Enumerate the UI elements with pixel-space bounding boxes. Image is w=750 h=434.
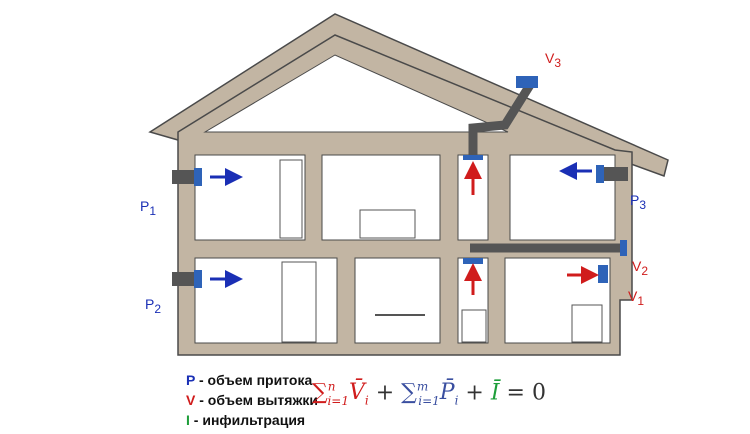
room-kitchen bbox=[504, 257, 611, 344]
washing-machine bbox=[461, 309, 487, 343]
room-living bbox=[194, 257, 338, 344]
label-v3: V3 bbox=[545, 50, 562, 70]
duct-v3 bbox=[468, 82, 534, 158]
room-bedroom bbox=[194, 154, 306, 241]
vent-p1 bbox=[172, 170, 200, 184]
wardrobe bbox=[279, 159, 303, 239]
label-p2: P2 bbox=[145, 296, 162, 316]
label-v1: V1 bbox=[628, 288, 645, 308]
fan-v2 bbox=[620, 240, 627, 256]
legend-item-exhaust: V - объем вытяжки bbox=[186, 392, 318, 408]
vent-p1-cap bbox=[194, 168, 202, 186]
vent-bottom-shaft bbox=[463, 258, 483, 264]
vent-p3-cap bbox=[596, 165, 604, 183]
vent-top-shaft bbox=[463, 155, 483, 160]
label-p3: P3 bbox=[630, 192, 647, 212]
room-dining bbox=[354, 257, 441, 344]
vent-p2 bbox=[172, 272, 200, 286]
formula-supply-sum: ∑mi=1P̄i bbox=[401, 380, 459, 408]
vent-p2-cap bbox=[194, 270, 202, 288]
legend-item-supply: P - объем притока bbox=[186, 372, 313, 388]
fan-v1 bbox=[598, 265, 608, 283]
formula-infiltration: Ī bbox=[490, 380, 500, 406]
balance-formula: ∑ni=1V̄i + ∑mi=1P̄i + Ī = 0 bbox=[312, 380, 546, 408]
vent-p3 bbox=[598, 167, 628, 181]
formula-exhaust-sum: ∑ni=1V̄i bbox=[312, 380, 369, 408]
label-v2: V2 bbox=[632, 258, 649, 278]
fan-v3 bbox=[516, 76, 538, 88]
stove bbox=[571, 304, 603, 343]
bed bbox=[359, 209, 416, 239]
label-p1: P1 bbox=[140, 198, 157, 218]
legend: P - объем притока V - объем вытяжки I - … bbox=[186, 370, 318, 430]
legend-item-infiltration: I - инфильтрация bbox=[186, 412, 306, 428]
fireplace bbox=[281, 261, 317, 343]
room-bedroom-2 bbox=[321, 154, 441, 241]
attic bbox=[203, 54, 509, 133]
room-shaft-top bbox=[457, 154, 489, 241]
